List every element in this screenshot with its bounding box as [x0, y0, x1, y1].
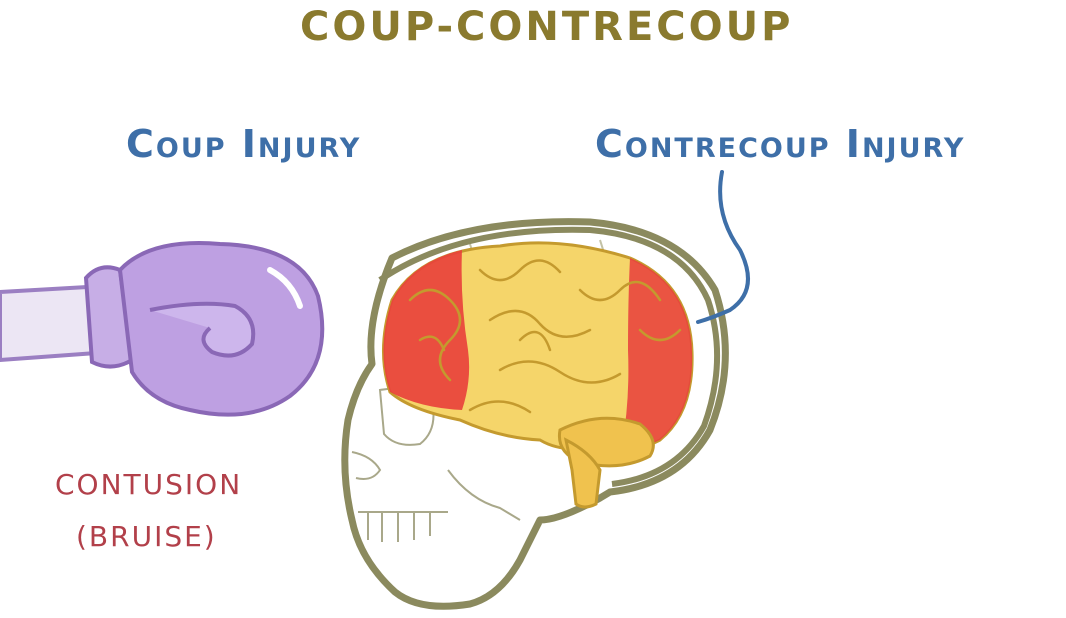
contusion-label: CONTUSION — [55, 468, 242, 501]
diagram-title: COUP-CONTRECOUP — [300, 4, 770, 50]
coup-injury-label: Coup Injury — [126, 122, 361, 166]
boxing-glove-icon — [0, 243, 322, 415]
contrecoup-injury-label: Contrecoup Injury — [595, 122, 965, 166]
bruise-label: (BRUISE) — [76, 520, 217, 553]
